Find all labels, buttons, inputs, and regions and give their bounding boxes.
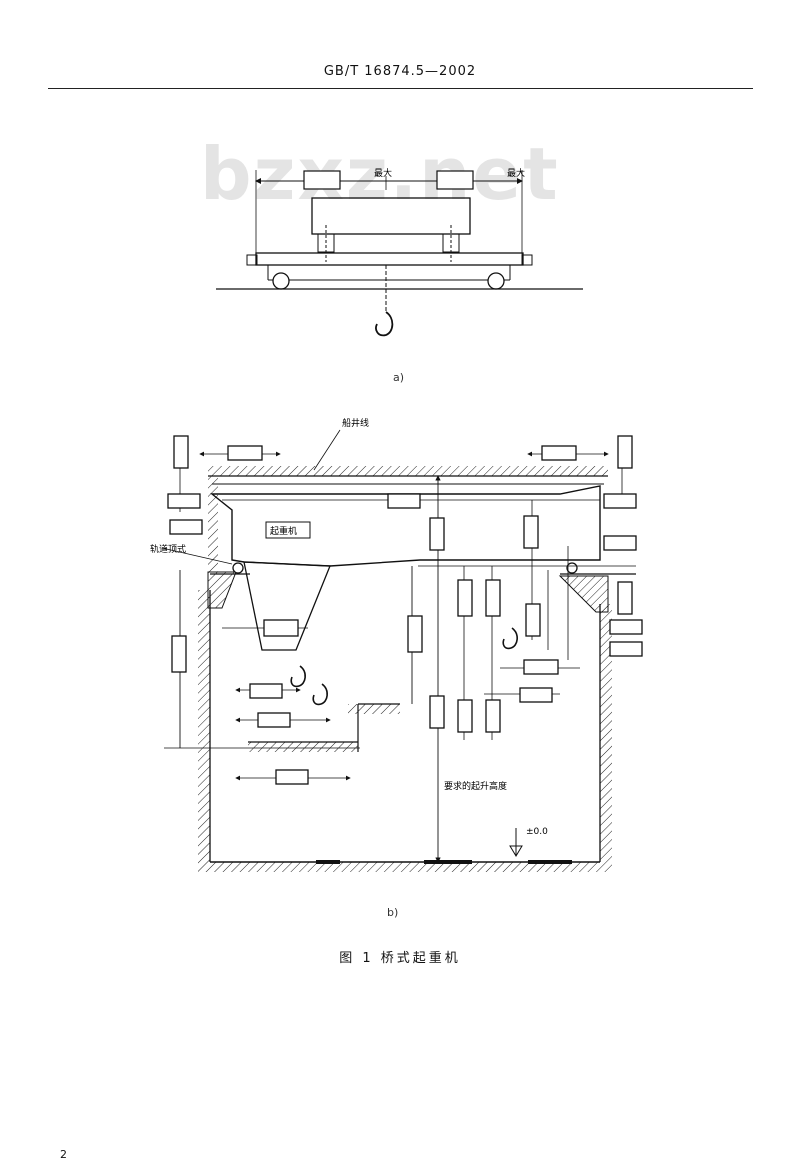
figure-b-label: b) <box>387 906 399 919</box>
dimension-box <box>303 170 341 190</box>
bridge-girder <box>255 252 524 266</box>
right-wall-hatch <box>600 604 612 862</box>
floor-hatch <box>198 862 612 872</box>
hook-icon <box>502 627 518 650</box>
watermark: bzxz.net <box>200 132 560 216</box>
standard-header: GB/T 16874.5—2002 <box>323 64 477 79</box>
figure-a-drawing: 最大 最大 <box>216 167 583 337</box>
wheel <box>232 562 244 574</box>
page-number: 2 <box>60 1148 67 1161</box>
left-wall-hatch <box>198 590 210 862</box>
trolley-body <box>311 197 471 235</box>
dimension-box <box>436 170 474 190</box>
header-rule <box>48 88 753 89</box>
figure-caption: 图 1 桥式起重机 <box>339 951 461 966</box>
dimension-boxes <box>167 435 643 785</box>
crane-girder <box>210 485 601 567</box>
callout-rail-top: 轨道顶式 <box>150 543 186 555</box>
callout-crane: 起重机 <box>270 525 297 537</box>
hook-icon <box>375 311 394 337</box>
hook-icon <box>290 665 306 688</box>
figure-a-label: a) <box>393 371 405 384</box>
roof-hatch <box>208 466 608 476</box>
callout-required-height: 要求的起升高度 <box>444 780 507 792</box>
wheel <box>566 562 578 574</box>
crane-cabin <box>243 561 331 651</box>
callout-cross-section: 船井线 <box>342 417 369 429</box>
dim-label: 最大 <box>507 167 525 179</box>
figure-b-drawing: 船井线 起重机 轨道顶式 要求的起升高度 ±0.0 <box>150 417 643 872</box>
callout-level: ±0.0 <box>526 827 548 837</box>
hook-icon <box>312 683 328 706</box>
dim-label: 最大 <box>374 167 392 179</box>
